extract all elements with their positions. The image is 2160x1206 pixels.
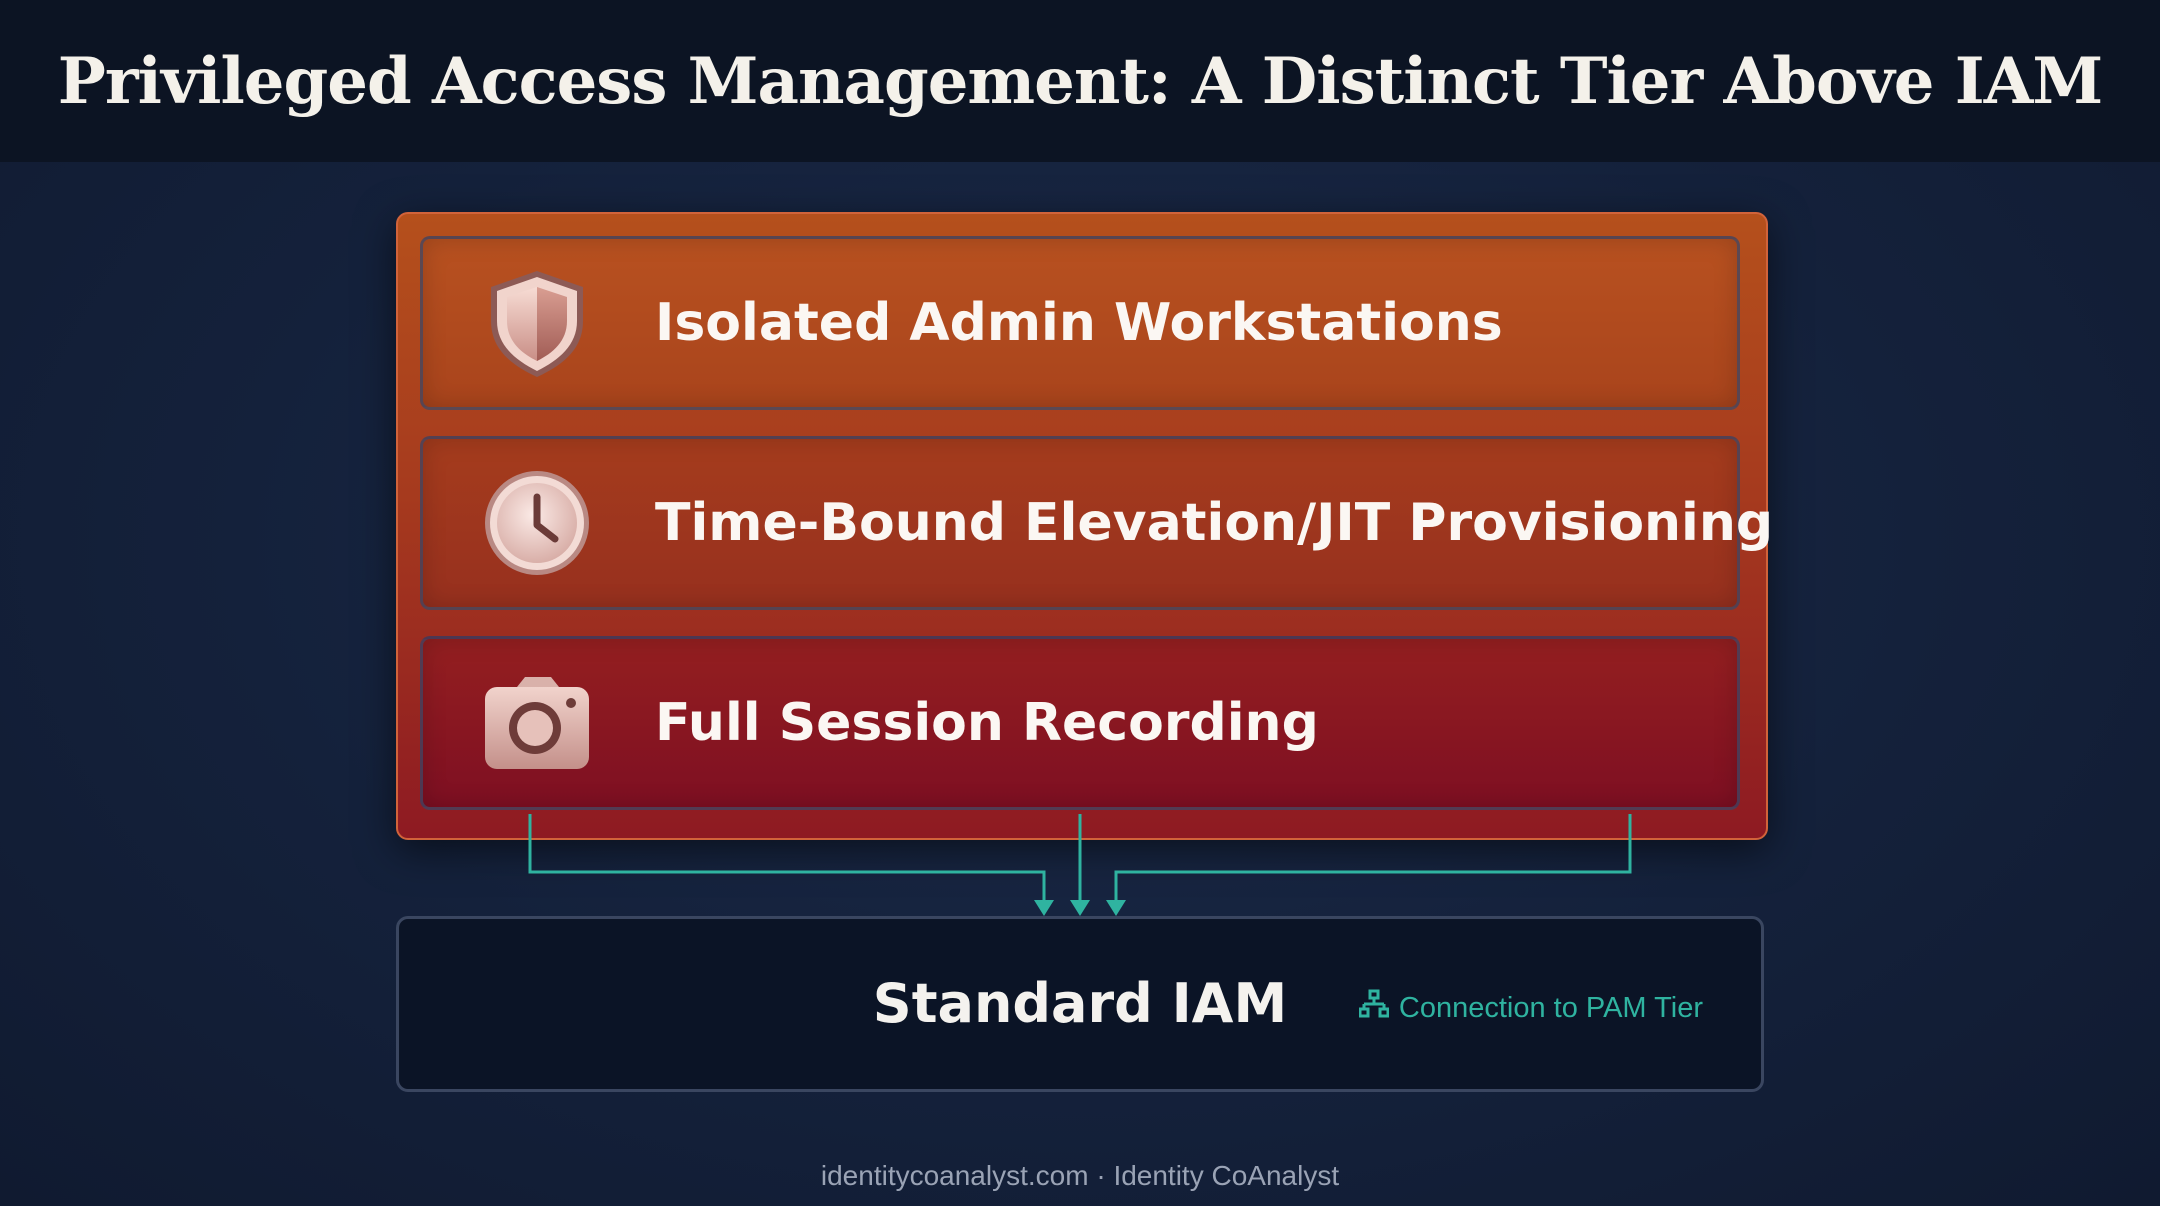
feature-full-session-recording: Full Session Recording [420, 636, 1740, 810]
iam-tier: Standard IAM Connection to PAM Tier [396, 916, 1764, 1092]
feature-isolated-admin-workstations: Isolated Admin Workstations [420, 236, 1740, 410]
feature-label: Isolated Admin Workstations [655, 293, 1503, 353]
pam-tier: Isolated Admin Workstations Time-Bound E… [396, 212, 1773, 840]
feature-time-bound-elevation: Time-Bound Elevation/JIT Provisioning [420, 436, 1773, 610]
clock-icon [479, 465, 595, 581]
camera-icon [479, 665, 595, 781]
page-title: Privileged Access Management: A Distinct… [57, 43, 2103, 119]
feature-label: Time-Bound Elevation/JIT Provisioning [655, 493, 1774, 553]
arrowhead-center [1070, 900, 1090, 916]
arrowhead-right [1106, 900, 1126, 916]
iam-label: Standard IAM [872, 972, 1288, 1035]
hierarchy-icon [1358, 989, 1390, 1027]
arrowhead-left [1034, 900, 1054, 916]
title-bar: Privileged Access Management: A Distinct… [0, 0, 2160, 162]
feature-label: Full Session Recording [655, 693, 1319, 753]
connection-label: Connection to PAM Tier [1398, 991, 1703, 1024]
connection-to-pam-tier: Connection to PAM Tier [1358, 989, 1703, 1027]
footer-credit: identitycoanalyst.com · Identity CoAnaly… [820, 1160, 1340, 1191]
shield-icon [479, 265, 595, 381]
